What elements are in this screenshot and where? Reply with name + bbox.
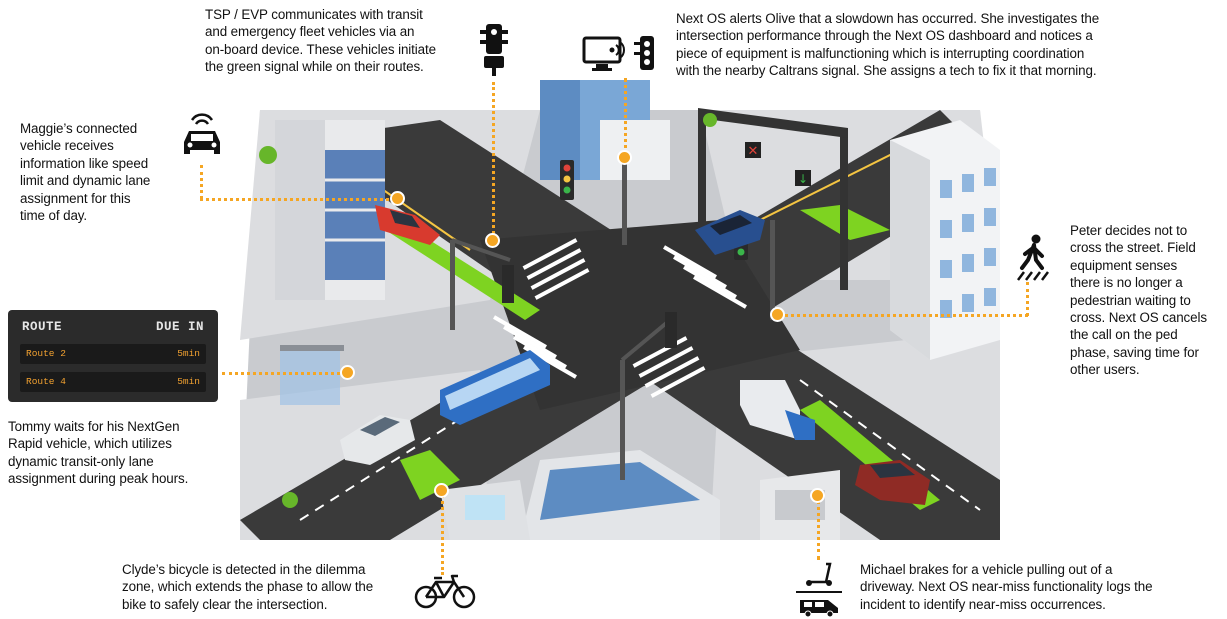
svg-text:✕: ✕ bbox=[748, 144, 759, 159]
pedestrian-icon bbox=[1017, 234, 1049, 281]
building-northwest bbox=[275, 120, 385, 300]
scooter-icon bbox=[806, 562, 832, 586]
callout-maggie: Maggie’s connected vehicle receives info… bbox=[20, 121, 151, 224]
bus-shelter bbox=[280, 345, 344, 405]
arrival-row: Route 4 5min bbox=[20, 372, 206, 392]
marker-maggie bbox=[390, 191, 405, 206]
building-northeast bbox=[890, 120, 1000, 360]
arrival-header-route: ROUTE bbox=[22, 320, 63, 334]
delivery-truck bbox=[740, 380, 815, 440]
suv-red bbox=[855, 460, 930, 505]
leader-maggie-vertical bbox=[200, 165, 203, 199]
callout-michael: Michael brakes for a vehicle pulling out… bbox=[860, 562, 1153, 612]
marker-michael bbox=[810, 488, 825, 503]
leader-tsp bbox=[492, 82, 495, 240]
marker-peter bbox=[770, 307, 785, 322]
crosswalk-north bbox=[522, 238, 590, 300]
building-southwest-roof bbox=[440, 480, 530, 540]
car-icon bbox=[184, 113, 220, 154]
crosswalk-west bbox=[493, 315, 577, 379]
leader-clyde bbox=[441, 490, 444, 575]
leader-michael bbox=[817, 494, 820, 560]
building-north bbox=[540, 80, 670, 180]
arrival-route: Route 4 bbox=[26, 376, 66, 387]
arrival-due: 5min bbox=[177, 348, 200, 359]
building-southeast bbox=[760, 470, 840, 540]
transit-arrival-panel: ROUTE DUE IN Route 2 5min Route 4 5min bbox=[8, 310, 218, 402]
red-car bbox=[375, 205, 440, 245]
marker-tommy bbox=[340, 365, 355, 380]
marker-clyde bbox=[434, 483, 449, 498]
leader-olive bbox=[624, 78, 627, 156]
transit-signal-icon bbox=[480, 24, 508, 76]
leader-maggie bbox=[200, 198, 395, 201]
leader-peter-vertical bbox=[1026, 282, 1029, 316]
callout-tommy: Tommy waits for his NextGen Rapid vehicl… bbox=[8, 419, 189, 487]
callout-peter: Peter decides not to cross the street. F… bbox=[1070, 223, 1207, 378]
arrival-due: 5min bbox=[177, 376, 200, 387]
blue-car bbox=[695, 210, 765, 255]
arrival-header-due: DUE IN bbox=[155, 320, 204, 334]
bicycle-icon bbox=[414, 574, 476, 609]
leader-peter bbox=[778, 314, 1028, 317]
intersection-scene: ✕ ↓ bbox=[240, 80, 1000, 540]
marker-tsp bbox=[485, 233, 500, 248]
monitor-signal-icon bbox=[582, 36, 654, 71]
callout-tsp: TSP / EVP communicates with transit and … bbox=[205, 7, 436, 75]
signal-gantry: ✕ ↓ bbox=[698, 108, 848, 290]
svg-text:↓: ↓ bbox=[798, 172, 808, 186]
white-car bbox=[340, 415, 415, 465]
signal-pole-north bbox=[560, 155, 627, 245]
signal-pole-west bbox=[450, 238, 514, 330]
lane-line-2 bbox=[799, 379, 981, 511]
callout-olive: Next OS alerts Olive that a slowdown has… bbox=[676, 11, 1100, 79]
trees bbox=[259, 113, 717, 508]
transit-bus bbox=[440, 350, 550, 425]
van-icon bbox=[800, 600, 838, 618]
signal-pole-south bbox=[620, 312, 677, 480]
arrival-route: Route 2 bbox=[26, 348, 66, 359]
building-south bbox=[520, 450, 720, 540]
leader-tommy bbox=[222, 372, 347, 375]
crosswalk-east bbox=[663, 245, 747, 309]
icon-divider bbox=[796, 591, 842, 593]
arrival-row: Route 2 5min bbox=[20, 344, 206, 364]
callout-clyde: Clyde’s bicycle is detected in the dilem… bbox=[122, 562, 374, 612]
marker-olive bbox=[617, 150, 632, 165]
